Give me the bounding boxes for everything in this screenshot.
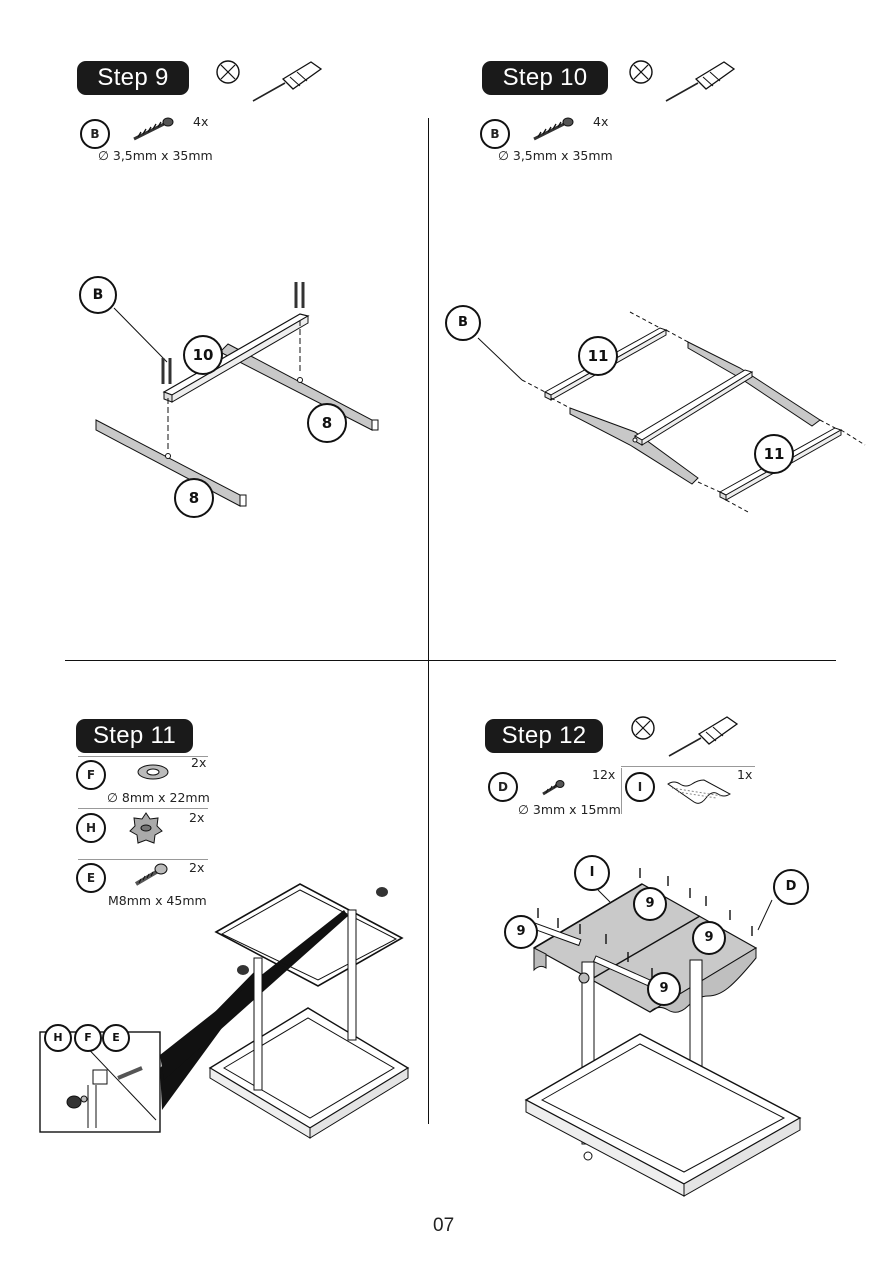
part-b-quantity: 4x xyxy=(193,114,209,129)
page-number: 07 xyxy=(433,1215,455,1236)
parts-separator xyxy=(78,859,208,860)
callout-part-9-front: 9 xyxy=(647,972,681,1006)
screw-icon xyxy=(542,780,565,796)
screwdriver-icon xyxy=(629,60,736,102)
part-e-spec: M8mm x 45mm xyxy=(108,893,207,908)
callout-part-11-lower: 11 xyxy=(754,434,794,474)
part-h-quantity: 2x xyxy=(189,810,205,825)
vertical-divider-top xyxy=(428,118,429,660)
callout-part-i: I xyxy=(574,855,610,891)
step-12-badge: Step 12 xyxy=(485,719,603,753)
part-b-spec: ∅ 3,5mm x 35mm xyxy=(98,148,213,163)
part-h-label: H xyxy=(76,813,106,843)
screw-icon xyxy=(533,117,574,141)
knob-icon xyxy=(129,812,163,844)
parts-separator xyxy=(78,808,208,809)
part-f-quantity: 2x xyxy=(191,755,207,770)
part-b-label: B xyxy=(480,119,510,149)
washer-icon xyxy=(137,764,169,780)
step-10-diagram xyxy=(477,311,866,513)
callout-part-9-top: 9 xyxy=(633,887,667,921)
horizontal-divider xyxy=(65,660,836,661)
vertical-divider-bottom xyxy=(428,660,429,1124)
part-b-label: B xyxy=(80,119,110,149)
callout-part-9-left: 9 xyxy=(504,915,538,949)
callout-part-11-upper: 11 xyxy=(578,336,618,376)
callout-b: B xyxy=(79,276,117,314)
part-d-label: D xyxy=(488,772,518,802)
screwdriver-icon xyxy=(631,716,739,757)
part-i-quantity: 1x xyxy=(737,767,753,782)
fabric-icon xyxy=(667,779,731,804)
callout-part-f: F xyxy=(74,1024,102,1052)
step-9-badge: Step 9 xyxy=(77,61,189,95)
callout-b: B xyxy=(445,305,481,341)
step-11-badge: Step 11 xyxy=(76,719,193,753)
part-f-spec: ∅ 8mm x 22mm xyxy=(107,790,210,805)
step-11-diagram xyxy=(39,883,410,1139)
part-d-spec: ∅ 3mm x 15mm xyxy=(518,802,621,817)
screw-icon xyxy=(133,117,174,141)
part-d-quantity: 12x xyxy=(592,767,616,782)
part-b-quantity: 4x xyxy=(593,114,609,129)
callout-part-9-right: 9 xyxy=(692,921,726,955)
callout-part-8-front: 8 xyxy=(174,478,214,518)
part-e-label: E xyxy=(76,863,106,893)
callout-part-10: 10 xyxy=(183,335,223,375)
parts-vertical-separator xyxy=(621,768,622,814)
part-b-spec: ∅ 3,5mm x 35mm xyxy=(498,148,613,163)
screwdriver-icon xyxy=(216,60,323,102)
bolt-icon xyxy=(134,863,168,886)
part-e-quantity: 2x xyxy=(189,860,205,875)
part-i-label: I xyxy=(625,772,655,802)
callout-part-e: E xyxy=(102,1024,130,1052)
callout-part-h: H xyxy=(44,1024,72,1052)
callout-part-8-back: 8 xyxy=(307,403,347,443)
parts-separator xyxy=(78,756,208,757)
callout-part-d: D xyxy=(773,869,809,905)
parts-separator xyxy=(621,766,755,767)
part-f-label: F xyxy=(76,760,106,790)
step-10-badge: Step 10 xyxy=(482,61,608,95)
step-12-diagram xyxy=(524,868,802,1197)
